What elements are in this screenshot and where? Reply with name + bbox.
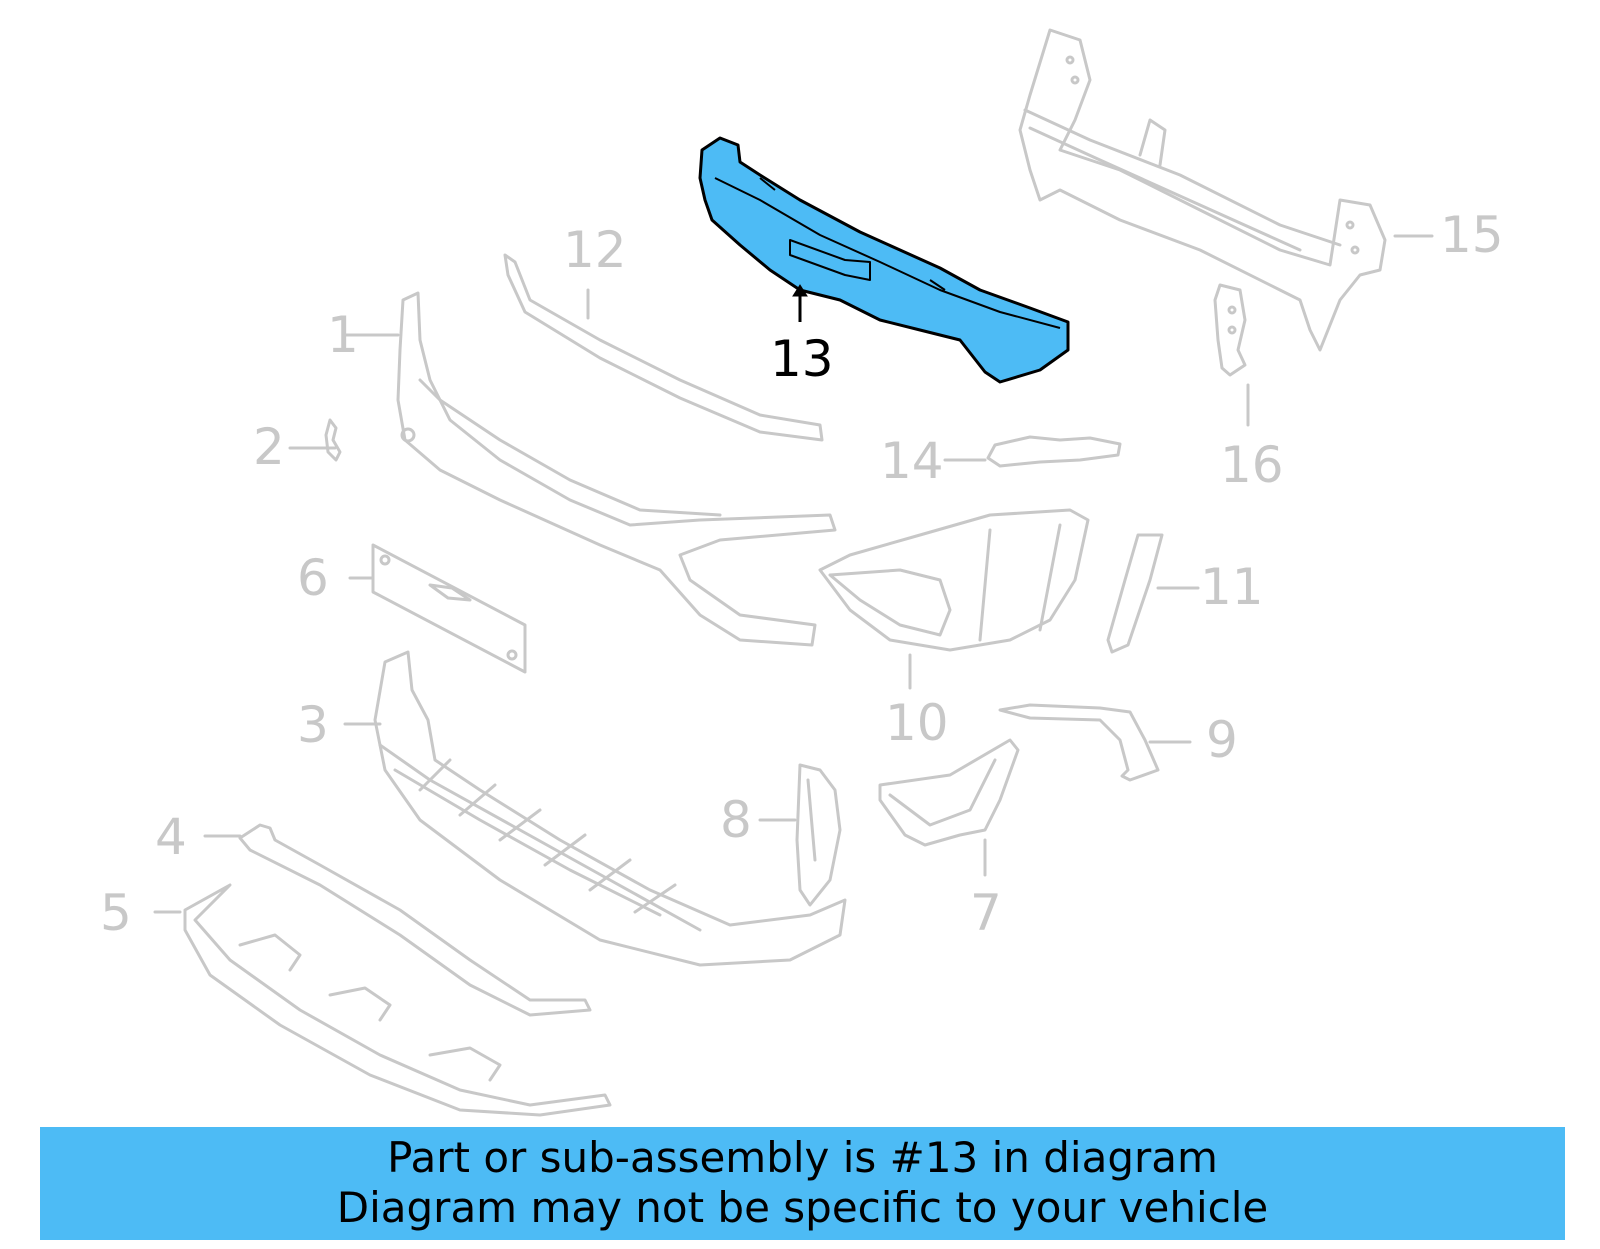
callout-15[interactable]: 15 [1440, 206, 1504, 264]
part-7-fog-housing[interactable] [878, 738, 1020, 847]
callout-3[interactable]: 3 [297, 696, 329, 754]
callout-16[interactable]: 16 [1220, 436, 1284, 494]
part-15-reinforcement-beam[interactable] [1018, 28, 1387, 352]
banner-part-info: Part or sub-assembly is #13 in diagram [387, 1133, 1218, 1182]
callout-5[interactable]: 5 [100, 884, 132, 942]
callout-7[interactable]: 7 [970, 884, 1002, 942]
callout-14[interactable]: 14 [880, 432, 944, 490]
part-13-absorber-highlighted[interactable] [698, 136, 1070, 384]
part-3-lower-grille[interactable] [373, 650, 847, 967]
part-6-license-bracket[interactable] [371, 543, 527, 674]
part-2-clip[interactable] [324, 418, 342, 462]
callout-2[interactable]: 2 [253, 418, 285, 476]
callout-10[interactable]: 10 [885, 694, 949, 752]
banner-disclaimer: Diagram may not be specific to your vehi… [336, 1183, 1269, 1232]
part-10-fog-bezel[interactable] [818, 508, 1090, 652]
part-1-bumper-cover[interactable] [396, 291, 837, 647]
callout-4[interactable]: 4 [155, 808, 187, 866]
callout-1[interactable]: 1 [327, 306, 359, 364]
part-8-side-grille[interactable] [795, 763, 842, 907]
part-4-lower-trim[interactable] [238, 823, 592, 1017]
part-16-bracket[interactable] [1213, 283, 1247, 377]
part-14-bracket[interactable] [986, 435, 1122, 468]
callout-13[interactable]: 13 [770, 330, 834, 388]
callout-9[interactable]: 9 [1206, 711, 1238, 769]
part-11-side-bracket[interactable] [1106, 533, 1164, 654]
callout-8[interactable]: 8 [720, 791, 752, 849]
callout-arrow-13 [792, 284, 808, 322]
callout-6[interactable]: 6 [297, 549, 329, 607]
part-12-upper-trim[interactable] [503, 253, 824, 442]
part-5-skid-plate[interactable] [183, 883, 612, 1117]
info-banner: Part or sub-assembly is #13 in diagram D… [40, 1127, 1565, 1240]
callout-12[interactable]: 12 [563, 221, 627, 279]
callout-11[interactable]: 11 [1200, 558, 1264, 616]
callout-arrows [153, 234, 1434, 914]
part-9-trim[interactable] [998, 703, 1160, 782]
